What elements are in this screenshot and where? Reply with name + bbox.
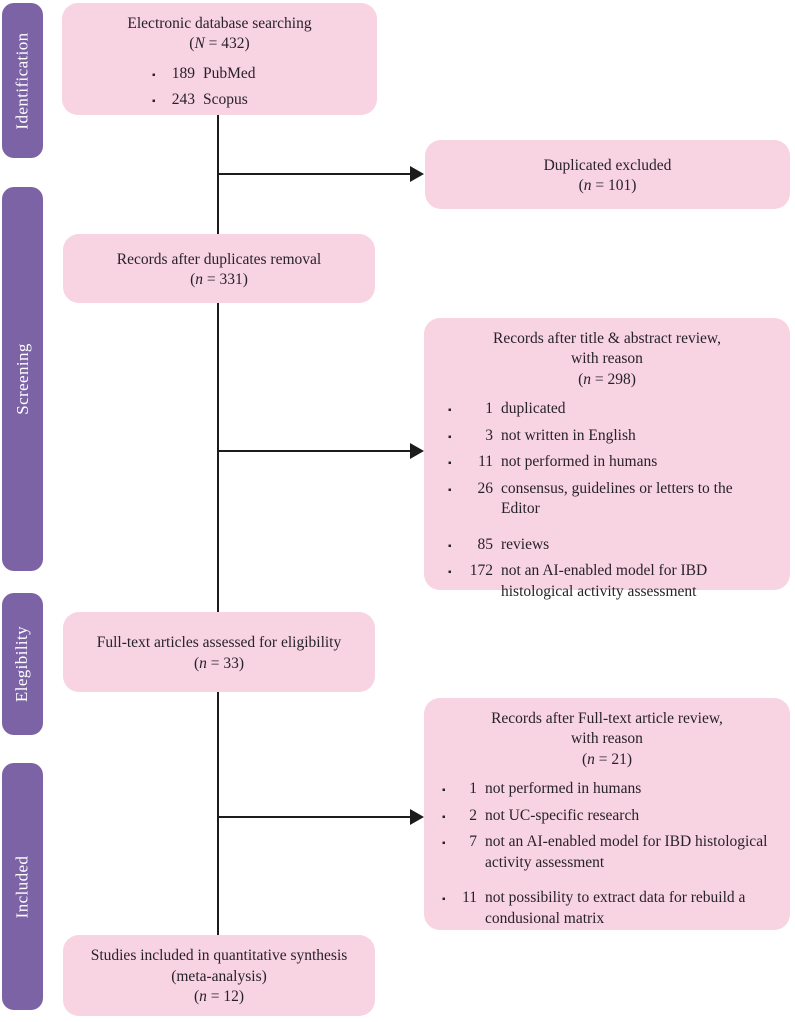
connector-line bbox=[217, 303, 219, 612]
stage-identification: Identification bbox=[2, 3, 43, 158]
box-fulltext-review: Records after Full-text article review, … bbox=[424, 698, 790, 930]
bullet-square-icon: ▪ bbox=[448, 431, 452, 443]
bullet-text: not an AI-enabled model for IBD histolog… bbox=[501, 562, 708, 600]
bullet-square-icon: ▪ bbox=[442, 785, 446, 797]
list-item: ▪ 2 not UC-specific research bbox=[442, 806, 772, 826]
box-studies-included: Studies included in quantitative synthes… bbox=[63, 935, 375, 1016]
stage-included: Included bbox=[2, 763, 43, 1010]
stage-screening-label: Screening bbox=[12, 343, 32, 415]
box-count: (n = 298) bbox=[578, 370, 636, 388]
bullet-square-icon: ▪ bbox=[152, 69, 156, 81]
box-title: Studies included in quantitative synthes… bbox=[90, 947, 348, 985]
bullet-text: not an AI-enabled model for IBD histolog… bbox=[485, 833, 768, 871]
box-records-after-duplicates-removal: Records after duplicates removal (n = 33… bbox=[63, 234, 375, 303]
bullet-count: 2 bbox=[469, 806, 477, 824]
list-item: ▪ 243 Scopus bbox=[152, 90, 359, 110]
bullet-square-icon: ▪ bbox=[442, 838, 446, 850]
bullet-text: not performed in humans bbox=[501, 453, 658, 471]
bullet-square-icon: ▪ bbox=[448, 405, 452, 417]
box-title: Full-text articles assessed for eligibil… bbox=[96, 634, 342, 652]
list-item: ▪ 189 PubMed bbox=[152, 64, 359, 84]
stage-included-label: Included bbox=[12, 855, 32, 918]
list-item: ▪ 3 not written in English bbox=[448, 426, 772, 446]
connector-line bbox=[217, 692, 219, 935]
list-item: ▪ 7 not an AI-enabled model for IBD hist… bbox=[442, 832, 772, 873]
bullet-list: ▪ 1 not performed in humans ▪ 2 not UC-s… bbox=[442, 779, 772, 929]
bullet-count: 85 bbox=[477, 535, 494, 553]
bullet-text: consensus, guidelines or letters to the … bbox=[501, 479, 733, 518]
bullet-count: 11 bbox=[462, 889, 477, 907]
list-item: ▪ 85 reviews bbox=[448, 535, 772, 555]
box-duplicated-excluded: Duplicated excluded (n = 101) bbox=[425, 140, 790, 209]
bullet-square-icon: ▪ bbox=[448, 484, 452, 496]
box-count: (N = 432) bbox=[189, 35, 250, 53]
bullet-count: 7 bbox=[469, 833, 477, 851]
bullet-text: not possibility to extract data for rebu… bbox=[485, 889, 746, 927]
stage-elegibility-label: Elegibility bbox=[12, 625, 32, 703]
bullet-text: not written in English bbox=[501, 426, 636, 444]
bullet-square-icon: ▪ bbox=[448, 567, 452, 579]
arrowhead-icon bbox=[410, 809, 424, 825]
bullet-square-icon: ▪ bbox=[152, 96, 156, 108]
stage-elegibility: Elegibility bbox=[2, 593, 43, 735]
bullet-text: Scopus bbox=[203, 91, 248, 109]
list-item: ▪ 1 duplicated bbox=[448, 399, 772, 419]
bullet-list: ▪ 1 duplicated ▪ 3 not written in Englis… bbox=[448, 399, 772, 602]
box-count: (n = 101) bbox=[578, 177, 637, 194]
bullet-list: ▪ 189 PubMed ▪ 243 Scopus bbox=[152, 64, 359, 111]
box-count: (n = 33) bbox=[193, 654, 245, 672]
bullet-square-icon: ▪ bbox=[442, 811, 446, 823]
bullet-count: 1 bbox=[469, 780, 477, 798]
bullet-count: 26 bbox=[477, 479, 494, 497]
box-count: (n = 21) bbox=[581, 750, 633, 768]
box-electronic-database-searching: Electronic database searching (N = 432) … bbox=[62, 3, 377, 115]
connector-line bbox=[217, 450, 411, 452]
bullet-text: not performed in humans bbox=[485, 780, 642, 798]
bullet-count: 189 bbox=[171, 64, 195, 82]
bullet-count: 3 bbox=[485, 426, 493, 444]
box-title: Records after Full-text article review, bbox=[491, 710, 723, 727]
bullet-square-icon: ▪ bbox=[442, 894, 446, 906]
list-item: ▪ 11 not performed in humans bbox=[448, 452, 772, 472]
list-item: ▪ 1 not performed in humans bbox=[442, 779, 772, 799]
list-item: ▪ 11 not possibility to extract data for… bbox=[442, 888, 772, 929]
box-title-abstract-review: Records after title & abstract review, w… bbox=[424, 318, 790, 600]
box-title: Records after title & abstract review, bbox=[493, 330, 721, 347]
box-title: Records after duplicates removal bbox=[116, 250, 322, 268]
bullet-count: 243 bbox=[171, 91, 195, 109]
box-title: Duplicated excluded bbox=[543, 156, 672, 174]
connector-line bbox=[217, 173, 411, 175]
box-fulltext-assessed: Full-text articles assessed for eligibil… bbox=[63, 612, 375, 692]
bullet-square-icon: ▪ bbox=[448, 540, 452, 552]
bullet-text: reviews bbox=[501, 535, 550, 553]
arrowhead-icon bbox=[410, 166, 424, 182]
bullet-text: duplicated bbox=[501, 400, 566, 418]
box-title: Electronic database searching bbox=[127, 15, 312, 32]
bullet-count: 11 bbox=[478, 453, 493, 471]
box-count: (n = 12) bbox=[193, 988, 245, 1006]
box-count: (n = 331) bbox=[190, 271, 248, 288]
list-item: ▪ 26 consensus, guidelines or letters to… bbox=[448, 479, 772, 520]
bullet-text: not UC-specific research bbox=[485, 806, 640, 824]
bullet-count: 1 bbox=[485, 400, 493, 418]
stage-screening: Screening bbox=[2, 187, 43, 571]
list-item: ▪ 172 not an AI-enabled model for IBD hi… bbox=[448, 561, 772, 602]
stage-identification-label: Identification bbox=[12, 31, 32, 130]
bullet-square-icon: ▪ bbox=[448, 458, 452, 470]
arrowhead-icon bbox=[410, 443, 424, 459]
bullet-text: PubMed bbox=[203, 64, 256, 82]
box-subtitle: with reason bbox=[571, 350, 643, 368]
box-subtitle: with reason bbox=[571, 730, 643, 748]
connector-line bbox=[217, 816, 411, 818]
bullet-count: 172 bbox=[469, 562, 493, 580]
